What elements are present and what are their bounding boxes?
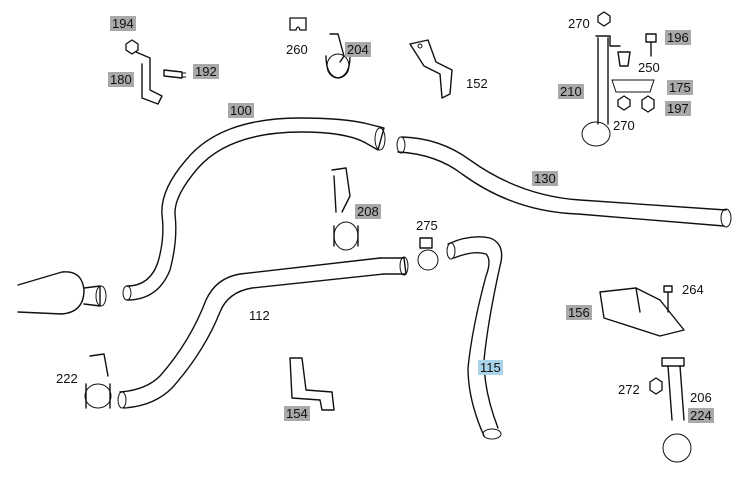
clamp-275[interactable] — [417, 237, 439, 271]
hanger-210[interactable] — [581, 11, 657, 147]
pipe-100[interactable] — [122, 117, 386, 301]
pipe-130[interactable] — [396, 136, 732, 228]
clamp-208[interactable] — [331, 167, 359, 251]
label-197[interactable]: 197 — [665, 101, 691, 116]
clamp-222[interactable] — [84, 353, 112, 409]
label-208[interactable]: 208 — [355, 204, 381, 219]
muffler-part[interactable] — [17, 271, 107, 315]
label-194[interactable]: 194 — [110, 16, 136, 31]
label-260[interactable]: 260 — [286, 42, 308, 57]
label-180[interactable]: 180 — [108, 72, 134, 87]
label-154[interactable]: 154 — [284, 406, 310, 421]
label-112[interactable]: 112 — [249, 308, 270, 323]
bracket-180[interactable] — [125, 39, 186, 105]
label-222[interactable]: 222 — [56, 371, 78, 386]
clamp-204[interactable] — [289, 17, 351, 79]
label-272[interactable]: 272 — [618, 382, 640, 397]
bracket-154[interactable] — [289, 357, 335, 411]
label-264[interactable]: 264 — [682, 282, 704, 297]
label-100[interactable]: 100 — [228, 103, 254, 118]
label-175[interactable]: 175 — [667, 80, 693, 95]
label-206[interactable]: 206 — [690, 390, 712, 405]
label-156[interactable]: 156 — [566, 305, 592, 320]
label-270-bottom[interactable]: 270 — [613, 118, 635, 133]
label-204[interactable]: 204 — [345, 42, 371, 57]
label-152[interactable]: 152 — [466, 76, 488, 91]
hanger-206[interactable] — [649, 357, 692, 463]
label-192[interactable]: 192 — [193, 64, 219, 79]
pipe-115[interactable] — [446, 236, 503, 440]
label-270-top[interactable]: 270 — [568, 16, 590, 31]
bracket-156[interactable] — [599, 285, 685, 337]
pipe-112[interactable] — [117, 256, 409, 409]
label-210[interactable]: 210 — [558, 84, 584, 99]
label-250[interactable]: 250 — [638, 60, 660, 75]
label-130[interactable]: 130 — [532, 171, 558, 186]
label-196[interactable]: 196 — [665, 30, 691, 45]
label-115[interactable]: 115 — [478, 360, 503, 375]
bracket-152[interactable] — [409, 39, 453, 99]
label-224[interactable]: 224 — [688, 408, 714, 423]
label-275[interactable]: 275 — [416, 218, 438, 233]
